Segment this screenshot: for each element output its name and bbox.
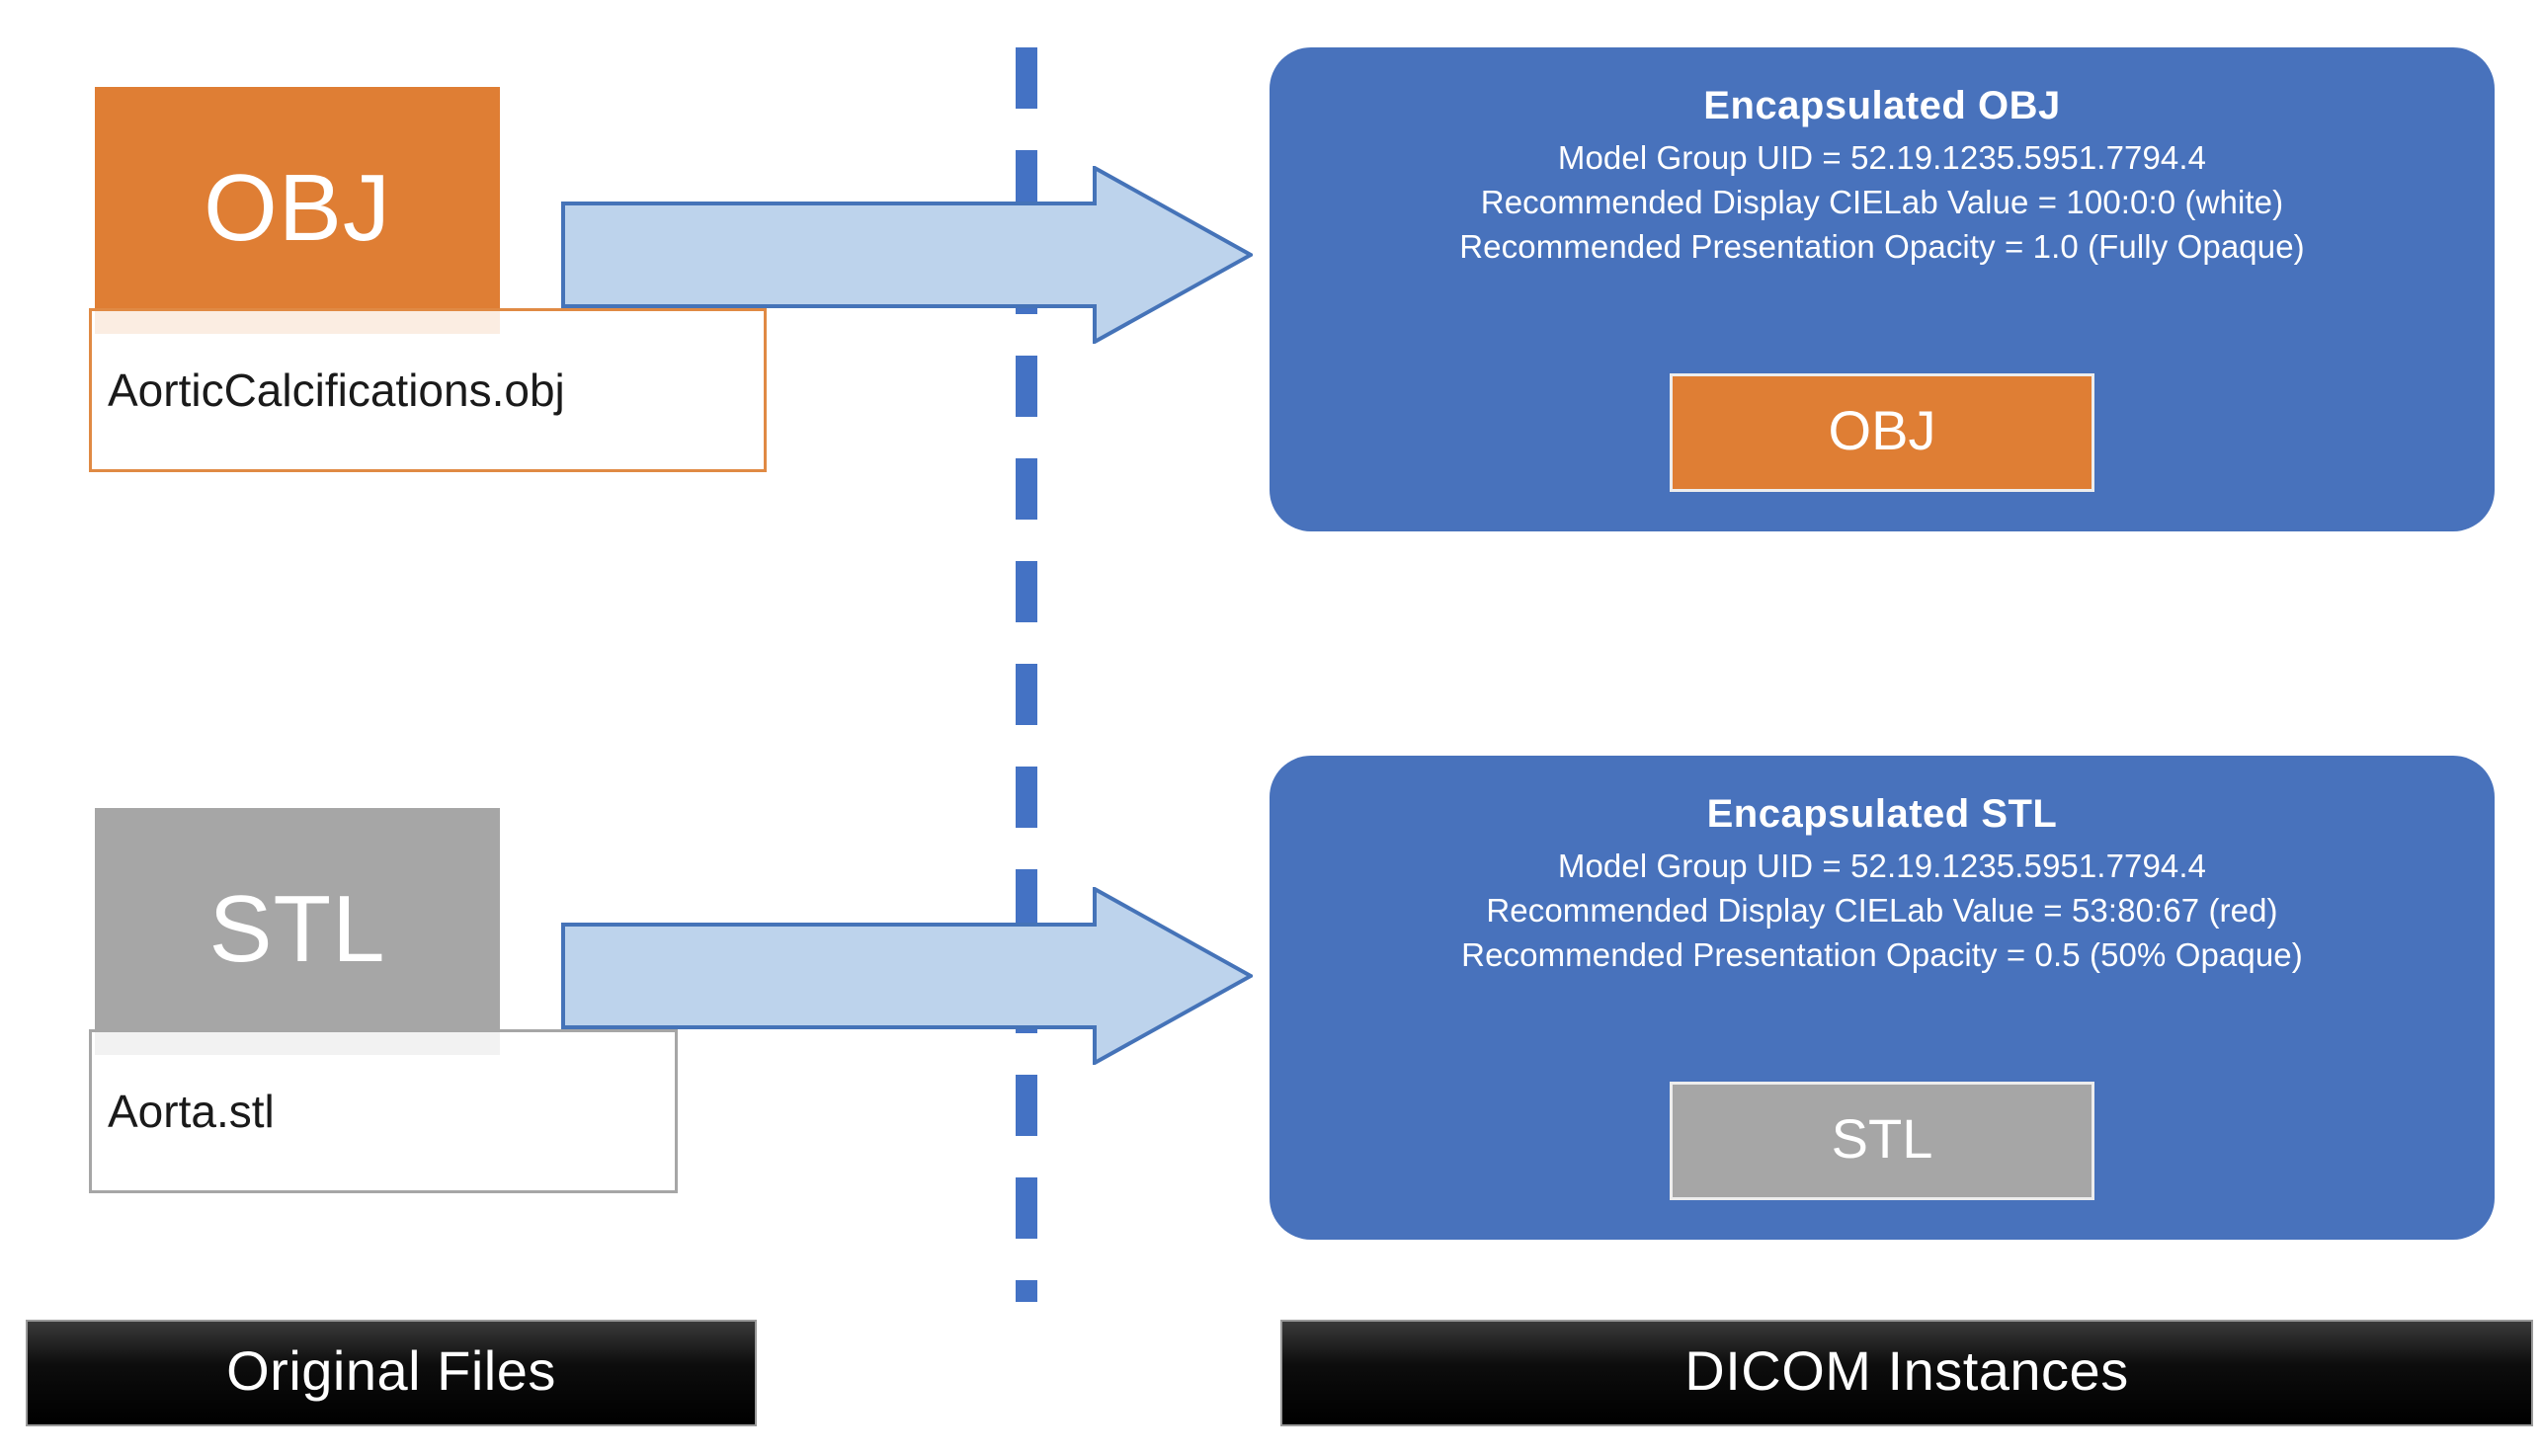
banner-dicom-instances: DICOM Instances (1280, 1320, 2533, 1426)
dicom-panel-obj-title: Encapsulated OBJ (1703, 84, 2061, 127)
dicom-panel-obj-badge: OBJ (1670, 373, 2094, 492)
dicom-panel-stl-line-1: Model Group UID = 52.19.1235.5951.7794.4 (1557, 848, 2207, 884)
file-tile-obj-label: OBJ (204, 155, 391, 261)
conversion-arrow-obj (561, 166, 1253, 344)
file-caption-obj: AorticCalcifications.obj (89, 308, 767, 472)
dicom-panel-obj-badge-label: OBJ (1828, 399, 1936, 461)
file-tile-stl-label: STL (208, 876, 386, 982)
dicom-panel-stl-line-2: Recommended Display CIELab Value = 53:80… (1486, 891, 2278, 929)
file-tile-obj: OBJ (95, 87, 500, 334)
dicom-panel-obj: Encapsulated OBJ Model Group UID = 52.19… (1270, 47, 2495, 531)
conversion-arrow-stl (561, 887, 1253, 1065)
file-caption-obj-filename: AorticCalcifications.obj (108, 364, 565, 416)
dicom-panel-stl: Encapsulated STL Model Group UID = 52.19… (1270, 756, 2495, 1240)
file-caption-stl-filename: Aorta.stl (108, 1085, 275, 1137)
dicom-panel-obj-line-1: Model Group UID = 52.19.1235.5951.7794.4 (1557, 139, 2207, 176)
banner-dicom-instances-label: DICOM Instances (1684, 1339, 2129, 1402)
dicom-panel-stl-badge-label: STL (1831, 1107, 1933, 1170)
dicom-panel-obj-line-3: Recommended Presentation Opacity = 1.0 (… (1459, 227, 2305, 265)
dicom-panel-stl-line-3: Recommended Presentation Opacity = 0.5 (… (1461, 935, 2303, 973)
banner-original-files: Original Files (26, 1320, 757, 1426)
banner-original-files-label: Original Files (226, 1339, 556, 1402)
dicom-panel-obj-line-2: Recommended Display CIELab Value = 100:0… (1480, 183, 2284, 220)
file-tile-stl: STL (95, 808, 500, 1055)
file-caption-stl: Aorta.stl (89, 1029, 678, 1193)
arrow-right-icon (561, 166, 1253, 344)
arrow-right-icon (561, 887, 1253, 1065)
dicom-panel-stl-badge: STL (1670, 1082, 2094, 1200)
dicom-panel-stl-title: Encapsulated STL (1706, 792, 2058, 836)
